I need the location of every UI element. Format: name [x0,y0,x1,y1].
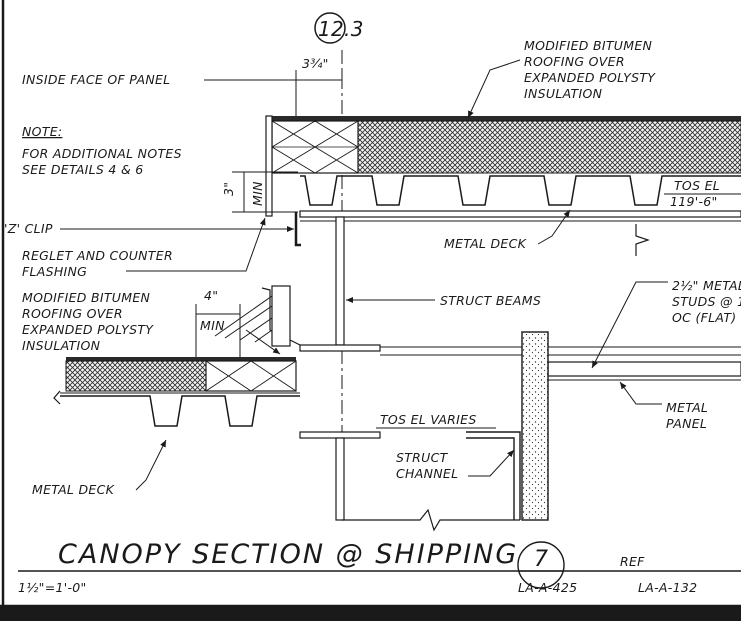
metal-deck-upper-label: METAL DECK [444,236,528,251]
leader-metal-deck-lower [135,439,167,491]
lower-roof-membrane [66,357,296,361]
sheet-ref: LA-A-425 [518,580,577,595]
reglet-line-2: FLASHING [22,264,87,279]
section-title: CANOPY SECTION @ SHIPPING [58,539,518,570]
lower-insulation [65,360,207,392]
reglet-line-1: REGLET AND COUNTER [22,248,173,263]
tos-el-label: TOS EL [674,178,720,193]
mod-top-line-2: ROOFING OVER [524,54,625,69]
grid-bubble-circle [314,12,346,44]
ref-label: REF [620,554,645,569]
beam-web [335,216,345,346]
metal-panel-line-1: METAL [666,400,708,415]
sheet-border [0,0,741,608]
dim-clip [232,171,298,213]
mod-low-line-3: EXPANDED POLYSTY [22,322,154,337]
mod-top-line-4: INSULATION [524,86,603,101]
ref-sheet: LA-A-132 [638,580,697,595]
leader-mod-low [245,329,281,355]
note-line-2: SEE DETAILS 4 & 6 [22,162,144,177]
mod-top-line-1: MODIFIED BITUMEN [524,38,653,53]
struct-channel [466,431,521,520]
dim-top [295,70,343,116]
lower-metal-deck [60,395,300,427]
detail-bubble [517,541,565,589]
scale-label: 1½"=1'-0" [18,580,87,595]
leader-reglet [126,217,266,272]
break-line-right [635,224,650,256]
struct-channel-line-1: STRUCT [396,450,449,465]
dim-top-text: 3¾" [302,56,329,71]
struct-channel-line-2: CHANNEL [396,466,458,481]
leader-mod-top [467,59,521,119]
sheet-bottom-band [0,607,741,621]
mod-low-line-1: MODIFIED BITUMEN [22,290,151,305]
cant-strip [214,295,273,343]
mod-low-line-4: INSULATION [22,338,101,353]
upper-metal-deck [300,175,741,206]
z-clip [294,212,301,247]
leader-metal-panel [619,381,662,405]
leader-studs [591,281,668,369]
upper-beam-top-flange [299,210,741,218]
inside-face-label: INSIDE FACE OF PANEL [22,72,170,87]
tos-el-value: 119'-6" [670,194,718,209]
concrete-column [521,331,549,521]
dim-clip-text: 3" [221,182,236,196]
coping-edge [265,115,273,217]
dim-clip-min: MIN [250,181,265,206]
lower-beam-top-flange [299,431,381,439]
metal-panel-line-2: PANEL [666,416,707,431]
leader-metal-deck-upper [537,209,571,245]
dim-low-min: MIN [200,318,225,333]
leader-struct-channel [468,449,515,477]
grid-bubble-label: 12.3 [318,17,364,41]
studs-line-1: 2½" METAL [672,278,741,293]
note-line-1: FOR ADDITIONAL NOTES [22,146,182,161]
note-title: NOTE: [22,124,62,139]
upper-roof-membrane [268,116,741,121]
lower-blocking [205,360,297,392]
detail-number: 7 [534,547,548,572]
parapet-stud [271,285,291,347]
mod-top-line-3: EXPANDED POLYSTY [524,70,656,85]
mod-low-line-2: ROOFING OVER [22,306,123,321]
break-line-bottom [342,508,520,532]
metal-deck-lower-label: METAL DECK [32,482,116,497]
dim-low-text: 4" [204,288,218,303]
struct-beams-label: STRUCT BEAMS [440,293,541,308]
studs-line-2: STUDS @ 12 [672,294,741,309]
studs-line-3: OC (FLAT) [672,310,736,325]
z-clip-label: 'Z' CLIP [4,221,53,236]
break-line-left [53,390,61,405]
tos-varies-label: TOS EL VARIES [380,412,477,427]
lower-beam-web [335,437,345,521]
dim-low [195,304,241,357]
upper-insulation [357,120,741,174]
metal-studs [547,361,741,377]
lower-blocking-x [205,360,297,392]
beam-bottom-flange [299,344,381,352]
